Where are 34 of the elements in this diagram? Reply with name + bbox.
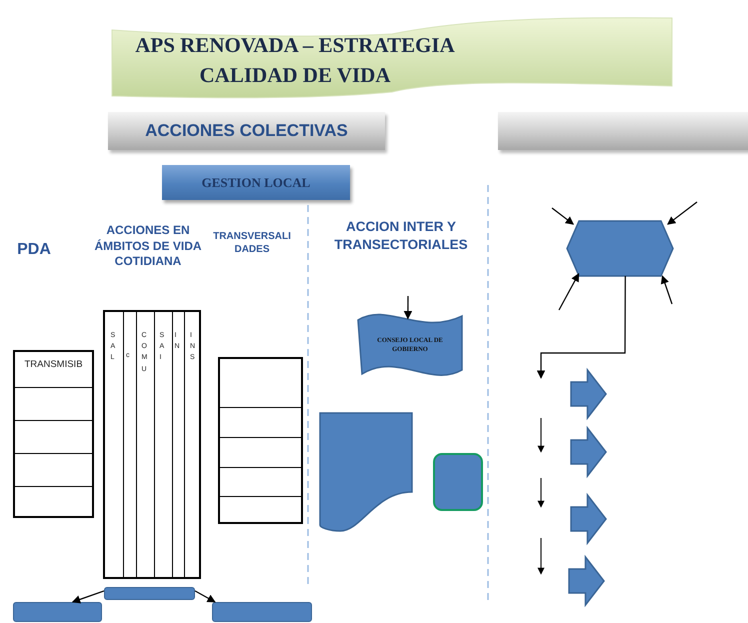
cell-text: TRANSMISIB [23,359,84,370]
column-heading: ACCIONES EN ÁMBITOS DE VIDA COTIDIANA [93,223,203,270]
column-heading: ACCION INTER Y TRANSECTORIALES [333,218,469,254]
flag-shape [358,312,462,378]
title-text: APS RENOVADA – ESTRATEGIA CALIDAD DE VIDA [134,32,456,89]
arrow [667,202,698,225]
arrow [194,590,216,603]
column-table [103,310,201,579]
pointer-shape [571,370,606,418]
column-heading: TRANSVERSALI DADES [212,230,292,256]
arrow [660,275,673,304]
bar-shape [13,602,102,622]
document-shape [320,413,412,531]
arrow [536,276,626,379]
header-text: GESTION LOCAL [202,174,310,190]
arrow [404,296,412,320]
arrow [552,208,574,225]
pointer-shape [569,557,604,605]
section-bar [498,112,748,150]
column-heading: PDA [16,240,52,260]
table [218,357,303,524]
pointer-shape [571,428,606,476]
title-banner [112,16,672,98]
bar-shape [104,587,195,600]
header-box [162,165,350,200]
arrow [72,590,104,604]
table [13,350,94,518]
pointer-shape [571,495,606,543]
arrow [558,273,580,310]
section-title: ACCIONES COLECTIVAS [145,121,348,141]
section-bar [108,112,385,150]
rounded-box [433,453,483,511]
hexagon-shape [567,221,673,276]
bar-shape [212,602,312,622]
